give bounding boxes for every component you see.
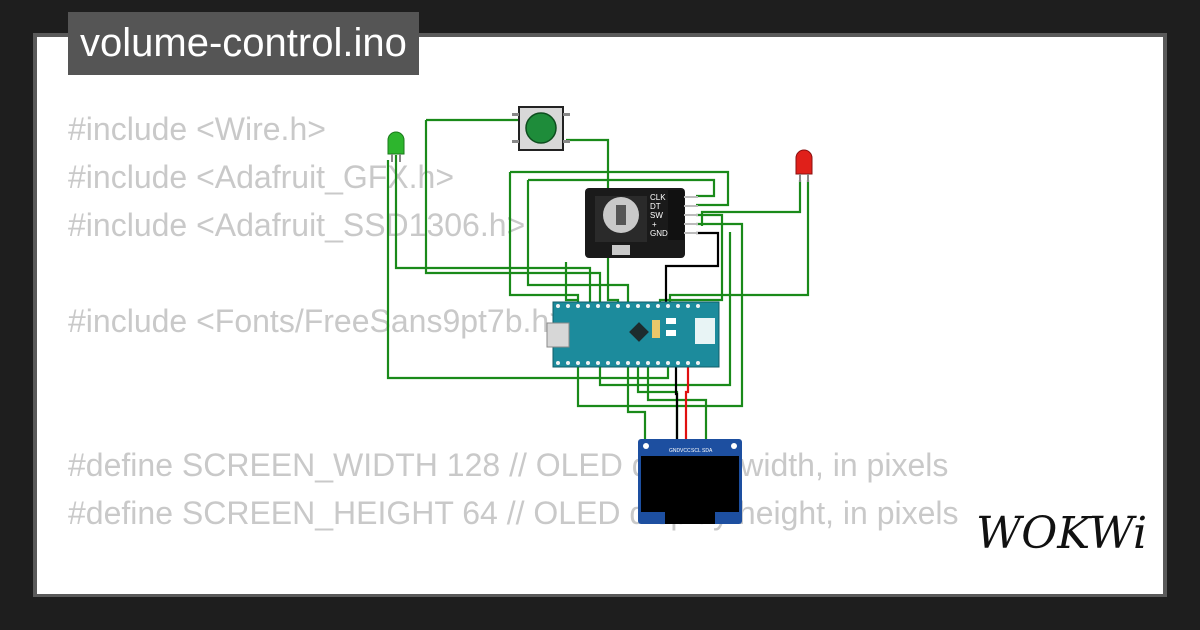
code-line: #include <Adafruit_SSD1306.h>: [68, 207, 526, 243]
wire: [424, 118, 602, 304]
code-line: #define OLED_RESET -1 // Reset pin # (or…: [68, 585, 1138, 594]
encoder-pin-sw: SW: [650, 211, 663, 220]
wire: [626, 364, 647, 440]
wire: [668, 180, 810, 304]
wokwi-logo-text: WOKWi: [976, 508, 1147, 559]
wire: [658, 213, 724, 304]
led-indicator: [652, 320, 660, 338]
oled-screen: [641, 456, 739, 512]
wire: [526, 180, 630, 304]
red-led[interactable]: [795, 149, 813, 182]
component: [666, 330, 676, 336]
wire: [566, 138, 620, 304]
wire: [598, 232, 732, 387]
rotary-encoder[interactable]: CLK DT SW + GND: [585, 188, 698, 258]
wokwi-logo: WOKWi: [976, 508, 1147, 559]
encoder-pin-gnd: GND: [650, 229, 668, 238]
wire: [528, 178, 716, 198]
code-line: #include <Wire.h>: [68, 111, 326, 147]
oled-pin-scl: SCL: [691, 448, 701, 454]
green-wires: [386, 118, 810, 440]
bottom-pins: [556, 361, 700, 365]
reset-button[interactable]: [695, 318, 715, 344]
encoder-pin-clk: CLK: [650, 193, 666, 202]
green-led[interactable]: [387, 131, 405, 162]
code-line: #include <Adafruit_GFX.h>: [68, 159, 455, 195]
pushbutton[interactable]: [512, 106, 570, 151]
wire: [386, 160, 670, 380]
encoder-pins: [684, 196, 698, 234]
arduino-nano[interactable]: [546, 301, 720, 368]
component: [666, 318, 676, 324]
oled-pin-sda: SDA: [702, 448, 713, 454]
wire: [700, 180, 802, 226]
oled-display[interactable]: GND VCC SCL SDA: [638, 439, 742, 524]
encoder-pin-vcc: +: [652, 220, 657, 229]
code-line: #define SCREEN_HEIGHT 64 // OLED display…: [68, 495, 959, 531]
red-wire: [680, 362, 690, 440]
wire: [564, 262, 578, 302]
black-wire: [674, 364, 679, 440]
wire: [576, 222, 744, 408]
top-pins: [556, 304, 700, 308]
code-line: #include <Fonts/FreeSans9pt7b.h>: [68, 303, 568, 339]
encoder-pin-dt: DT: [650, 202, 661, 211]
usb-connector: [546, 322, 570, 348]
oled-pin-gnd: GND: [669, 448, 681, 454]
black-wire: [664, 231, 720, 304]
code-preview: #include <Wire.h> #include <Adafruit_GFX…: [68, 105, 1138, 594]
project-title: volume-control.ino: [68, 12, 419, 75]
chip: [629, 322, 649, 342]
wire: [510, 170, 730, 207]
oled-pin-vcc: VCC: [680, 448, 691, 454]
wire: [636, 364, 679, 440]
